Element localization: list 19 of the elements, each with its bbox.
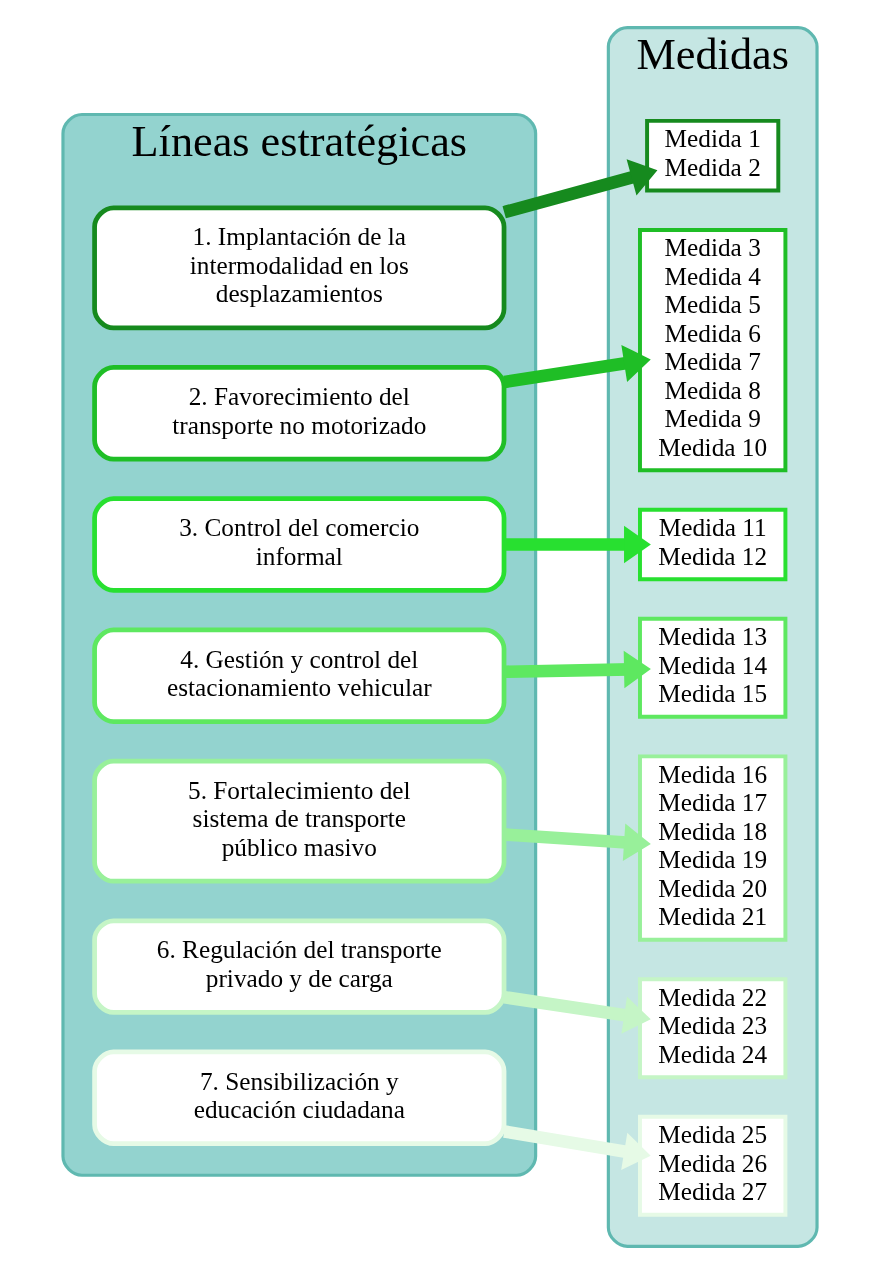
node-box: Medida 13 Medida 14 Medida 15 [638,616,788,719]
node-box: Medida 16 Medida 17 Medida 18 Medida 19 Medida 20 Medida 21 [638,754,788,942]
node-box: Medida 1 Medida 2 [645,118,781,193]
node-box: 5. Fortalecimiento del sistema de transporte público masivo [92,758,507,884]
arrow [503,823,651,862]
node-box: 3. Control del comercio informal [92,496,507,593]
node-box: 4. Gestión y control del estacionamiento vehicular [92,627,507,724]
node-box: Medida 3 Medida 4 Medida 5 Medida 6 Medida 7 Medida 8 Medida 9 Medida 10 [638,227,788,473]
node-box: 6. Regulación del transporte privado y de carga [92,918,507,1015]
arrow [503,1125,651,1170]
node-box: Medida 22 Medida 23 Medida 24 [638,977,788,1080]
arrow [503,990,651,1034]
node-box: Medida 25 Medida 26 Medida 27 [638,1114,788,1217]
node-box: 7. Sensibilización y educación ciudadana [92,1049,507,1147]
arrow [504,525,651,564]
arrow [504,650,651,689]
node-box: Medida 11 Medida 12 [638,507,788,582]
node-box: 1. Implantación de la intermodalidad en los desplazamientos [92,205,507,331]
node-box: 2. Favorecimiento del transporte no motorizado [92,365,507,462]
